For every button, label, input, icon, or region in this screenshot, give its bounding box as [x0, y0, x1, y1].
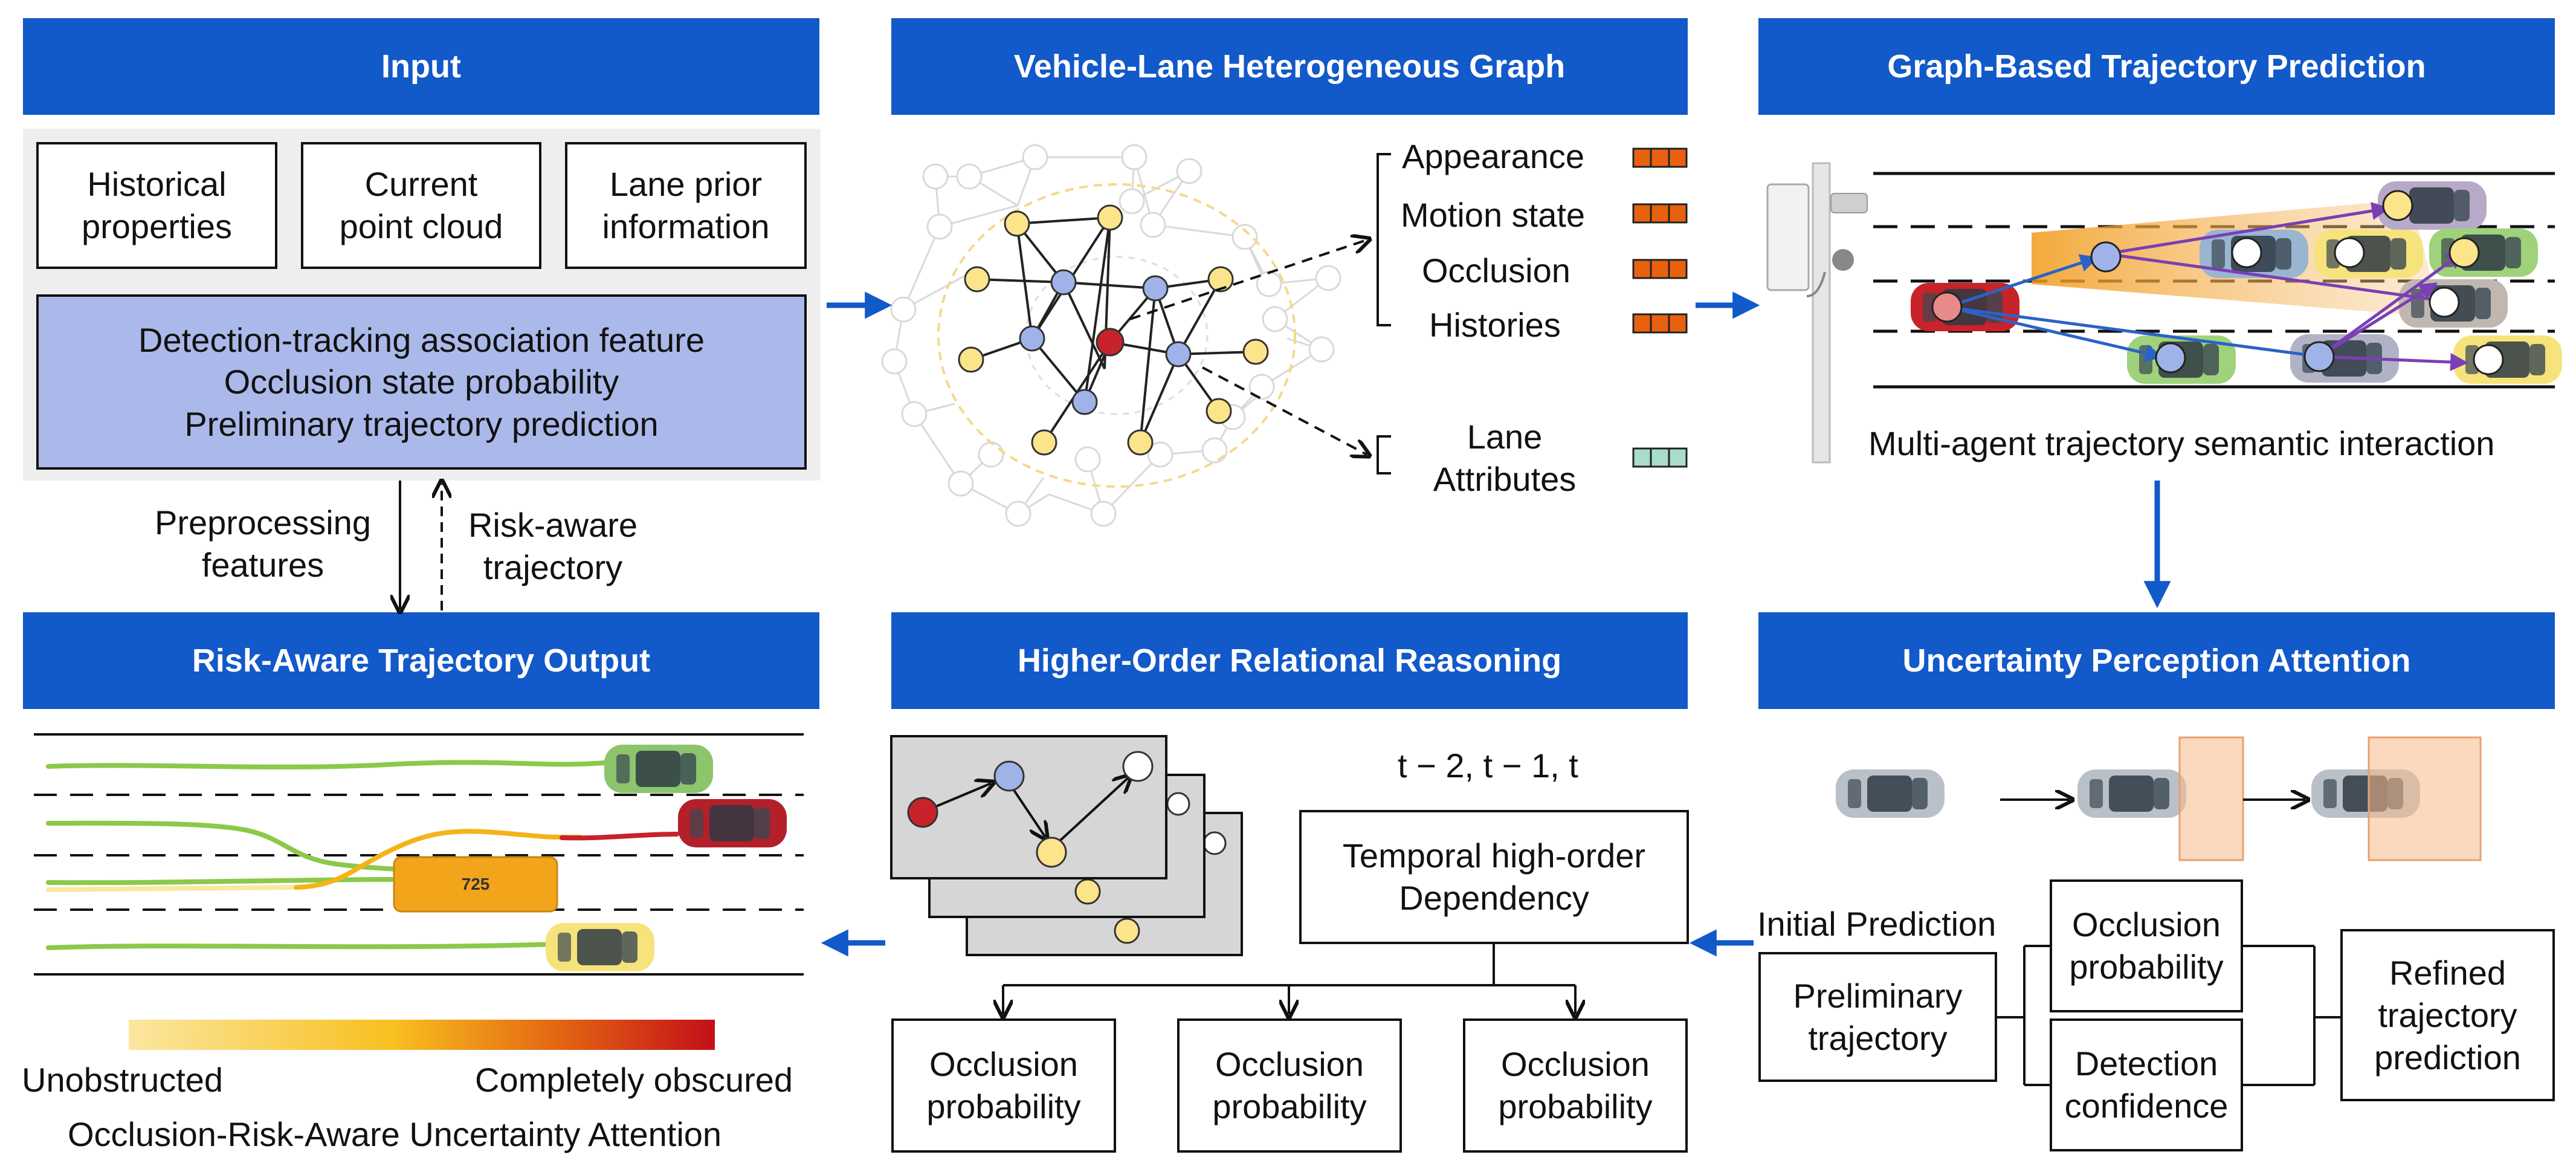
panel-header-reasoning: Higher-Order Relational Reasoning — [891, 612, 1688, 709]
output-road-lines — [34, 733, 804, 976]
output-caption: Occlusion-Risk-Aware Uncertainty Attenti… — [68, 1115, 722, 1153]
output-vehicles: 725 — [393, 745, 787, 971]
legend-unobstructed-label: Unobstructed — [22, 1061, 224, 1099]
graph-node — [1019, 325, 1045, 352]
graph-node — [1142, 275, 1169, 302]
panel-header-graph: Vehicle-Lane Heterogeneous Graph — [891, 18, 1688, 115]
historical-line2: properties — [81, 207, 233, 245]
legend-obscured-label: Completely obscured — [475, 1061, 793, 1099]
attribute-feature-blocks — [1632, 147, 1688, 468]
graph-node — [1031, 429, 1057, 456]
graph-node — [1004, 210, 1030, 237]
occlusion-box-1 — [2178, 736, 2244, 861]
lane-prior-line2: information — [602, 207, 770, 245]
lane-prior-line1: Lane prior — [609, 165, 763, 203]
attributes-bracket — [1377, 153, 1391, 326]
current-point-cloud-box: Current point cloud — [301, 142, 541, 269]
attr-histories-label: Histories — [1429, 306, 1561, 344]
feature-line2: Occlusion state probability — [224, 363, 619, 401]
uncertainty-connectors — [1997, 945, 2340, 1086]
point-cloud-line1: Current — [364, 165, 478, 203]
initial-prediction-label: Initial Prediction — [1757, 905, 1997, 943]
graph-to-attributes-arrow — [1129, 240, 1367, 320]
graph-node-ego — [1096, 328, 1125, 357]
panel-header-uncertainty: Uncertainty Perception Attention — [1758, 612, 2555, 709]
graph-node — [1097, 204, 1123, 231]
reasoning-tree — [1003, 944, 1575, 1014]
input-features-box: Detection-tracking association feature O… — [36, 294, 807, 470]
historical-properties-box: Historical properties — [36, 142, 277, 269]
feature-line1: Detection-tracking association feature — [138, 320, 705, 359]
time-steps-label: t − 2, t − 1, t — [1398, 746, 1578, 785]
prediction-interaction-arrows — [1946, 202, 2468, 371]
attr-motion-label: Motion state — [1401, 196, 1586, 234]
risk-gradient-legend — [129, 1020, 715, 1050]
prediction-agent-markers — [1931, 190, 2504, 375]
attr-appearance-label: Appearance — [1402, 137, 1585, 175]
output-trajectories — [46, 760, 679, 950]
graph-node — [1165, 341, 1192, 367]
graph-node — [1071, 389, 1098, 415]
bus — [393, 856, 558, 913]
uncertainty-car-sequence — [1836, 736, 2482, 861]
lane-bracket — [1377, 435, 1391, 474]
graph-background-nodes — [881, 144, 1341, 527]
attr-occlusion-label: Occlusion — [1422, 251, 1570, 290]
graph-node — [958, 346, 984, 373]
graph-node — [1127, 429, 1154, 456]
graph-node — [1206, 398, 1232, 424]
feature-line3: Preliminary trajectory prediction — [184, 404, 659, 443]
historical-line1: Historical — [87, 165, 227, 203]
graph-node — [1242, 338, 1269, 365]
graph-nodes — [958, 204, 1269, 456]
bus-plate: 725 — [462, 875, 490, 893]
occlusion-box-2 — [2368, 736, 2482, 861]
roadside-sensor-pole — [1766, 162, 1868, 464]
point-cloud-line2: point cloud — [339, 207, 503, 245]
graph-dashed-region — [937, 183, 1296, 488]
graph-node — [1050, 269, 1077, 296]
graph-to-lane-arrow — [1202, 366, 1367, 455]
graph-node — [1207, 266, 1234, 293]
panel-header-output: Risk-Aware Trajectory Output — [23, 612, 819, 709]
stacked-graph-frames — [890, 735, 1243, 956]
prediction-caption: Multi-agent trajectory semantic interact… — [1868, 424, 2495, 462]
panel-header-prediction: Graph-Based Trajectory Prediction — [1758, 18, 2555, 115]
lane-prior-box: Lane prior information — [565, 142, 807, 269]
graph-node — [964, 266, 990, 293]
panel-header-input: Input — [23, 18, 819, 115]
front-graph-nodes — [907, 751, 1154, 868]
